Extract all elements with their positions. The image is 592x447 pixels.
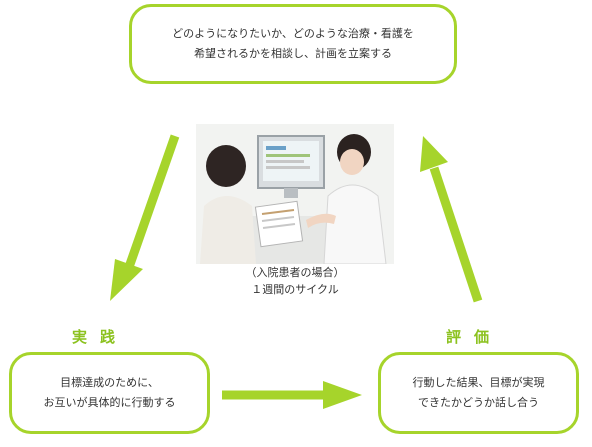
eval-text-line2: できたかどうか話し合う (418, 396, 539, 409)
center-caption: （入院患者の場合） １週間のサイクル (200, 264, 390, 298)
do-text-line2: お互いが具体的に行動する (43, 396, 176, 409)
do-label: 実践 (72, 328, 129, 346)
arrow-plan-to-do (110, 134, 180, 301)
eval-text-line1: 行動した結果、目標が実現 (412, 376, 545, 389)
arrow-eval-to-plan (420, 136, 483, 303)
plan-box: どのようになりたいか、どのような治療・看護を 希望されるかを相談し、計画を立案す… (129, 4, 457, 84)
do-text-line1: 目標達成のために、 (60, 376, 159, 389)
caption-line2: １週間のサイクル (251, 283, 339, 296)
plan-text-line2: 希望されるかを相談し、計画を立案する (194, 47, 392, 60)
do-box: 目標達成のために、 お互いが具体的に行動する (9, 352, 210, 434)
eval-label: 評価 (446, 328, 503, 346)
consultation-photo (196, 124, 394, 264)
plan-text-line1: どのようになりたいか、どのような治療・看護を (172, 27, 414, 40)
caption-line1: （入院患者の場合） (245, 266, 345, 279)
arrow-do-to-eval (222, 381, 362, 409)
eval-box: 行動した結果、目標が実現 できたかどうか話し合う (378, 352, 579, 434)
